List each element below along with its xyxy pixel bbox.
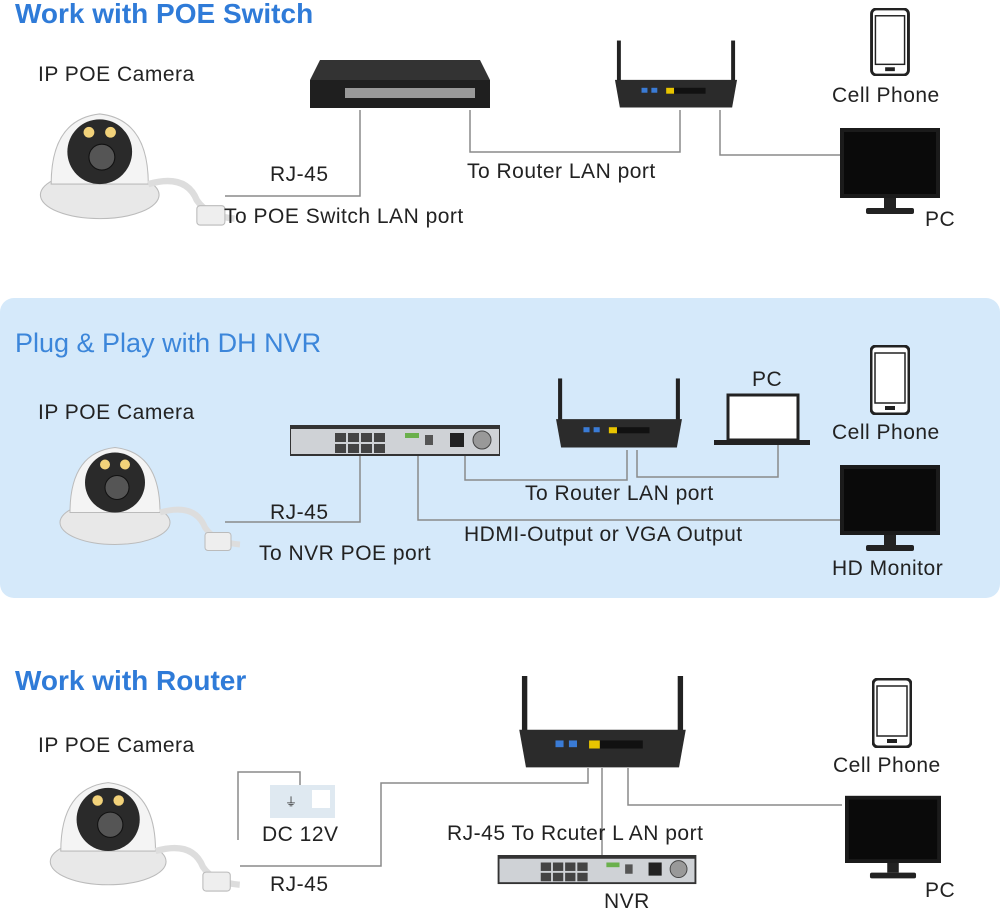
video-link-label: HDMI-Output or VGA Output xyxy=(464,523,743,546)
section-title: Work with Router xyxy=(15,665,247,696)
router-icon xyxy=(519,676,686,768)
cell-phone-icon xyxy=(870,345,910,415)
router-icon xyxy=(614,40,738,108)
pc-monitor-icon xyxy=(840,128,940,214)
laptop-icon xyxy=(714,393,810,445)
phone-label: Cell Phone xyxy=(833,754,941,777)
section-title: Plug & Play with DH NVR xyxy=(15,328,322,358)
connection-lines xyxy=(225,110,842,867)
router-icon xyxy=(556,378,682,448)
cell-phone-icon xyxy=(870,8,910,76)
ip-camera-icon xyxy=(50,783,239,891)
phone-label: Cell Phone xyxy=(832,421,940,444)
power-label: DC 12V xyxy=(262,823,339,846)
ip-camera-icon xyxy=(40,114,234,225)
monitor-label: HD Monitor xyxy=(832,557,944,580)
nvr-link-label: RJ-45 To Rcuter L AN port xyxy=(447,822,704,845)
camera-link-label: To POE Switch LAN port xyxy=(224,205,464,228)
nvr-icon xyxy=(290,425,500,456)
router-link-label: To Router LAN port xyxy=(525,482,714,505)
section-title: Work with POE Switch xyxy=(15,0,314,29)
cable-label: RJ-45 xyxy=(270,163,329,186)
nvr-icon xyxy=(497,855,697,885)
camera-label: IP POE Camera xyxy=(38,401,195,424)
nvr-label: NVR xyxy=(604,890,650,913)
dc-power-adapter-icon: ⏚ xyxy=(270,785,335,818)
laptop-label: PC xyxy=(752,368,783,391)
camera-link-label: To NVR POE port xyxy=(259,542,432,565)
nvr-section-panel xyxy=(0,298,1000,598)
poe-switch-icon xyxy=(310,60,490,108)
hd-monitor-icon xyxy=(840,465,940,551)
ip-camera-icon xyxy=(60,448,240,551)
pc-label: PC xyxy=(925,879,956,902)
switch-link-label: To Router LAN port xyxy=(467,160,656,183)
cable-label: RJ-45 xyxy=(270,873,329,896)
svg-text:⏚: ⏚ xyxy=(285,795,297,809)
cable-label: RJ-45 xyxy=(270,501,329,524)
cell-phone-icon xyxy=(872,678,912,748)
phone-label: Cell Phone xyxy=(832,84,940,107)
camera-label: IP POE Camera xyxy=(38,734,195,757)
pc-label: PC xyxy=(925,208,956,231)
camera-label: IP POE Camera xyxy=(38,63,195,86)
pc-monitor-icon xyxy=(845,795,941,879)
